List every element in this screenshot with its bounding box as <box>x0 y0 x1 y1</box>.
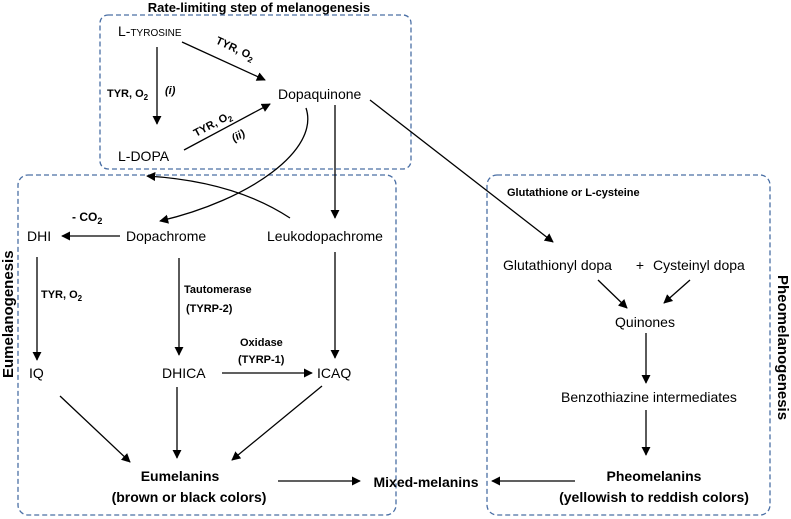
node-quinones: Quinones <box>615 314 675 330</box>
rate-limiting-box <box>99 14 412 170</box>
node-icaq: ICAQ <box>317 365 351 381</box>
arrow-dopa-to-dopaquinone <box>183 103 271 151</box>
arrow-dopaquinone-to-dopachrome <box>159 107 309 224</box>
arrow-dopaquinone-to-glutathionyl <box>369 99 554 243</box>
eumelanogenesis-title: Eumelanogenesis <box>0 250 17 378</box>
label-glutathione-cysteine: Glutathione or L-cysteine <box>507 187 640 199</box>
label-minus-co2: - CO2 <box>72 210 102 226</box>
node-dopaquinone: Dopaquinone <box>278 86 362 102</box>
node-iq: IQ <box>29 365 44 381</box>
node-benzothiazine-intermediates: Benzothiazine intermediates <box>561 389 737 405</box>
pheomelanogenesis-box <box>486 174 771 516</box>
pheomelanogenesis-title: Pheomelanogenesis <box>774 275 791 420</box>
node-l-dopa: L-DOPA <box>118 148 170 164</box>
node-leukodopachrome: Leukodopachrome <box>267 228 383 244</box>
node-eumelanins-colors: (brown or black colors) <box>112 489 267 505</box>
node-pheomelanins: Pheomelanins <box>607 468 702 484</box>
node-dhica: DHICA <box>162 365 206 381</box>
arrow-glutathionyl-to-quinones <box>597 279 628 309</box>
node-dhi: DHI <box>27 228 51 244</box>
arrow-icaq-to-eumelanins <box>231 385 323 461</box>
node-cysteinyl-dopa: Cysteinyl dopa <box>653 257 745 273</box>
label-tyr-o2-dhi: TYR, O2 <box>41 289 83 303</box>
label-tyr-o2-left: TYR, O2 <box>107 88 149 102</box>
label-oxidase: Oxidase <box>240 337 283 349</box>
label-tyrp1: (TYRP-1) <box>238 354 285 366</box>
node-mixed-melanins: Mixed-melanins <box>373 474 478 490</box>
arrow-iq-to-eumelanins <box>59 395 131 463</box>
node-glutathionyl-dopa: Glutathionyl dopa <box>503 257 612 273</box>
node-eumelanins: Eumelanins <box>141 468 220 484</box>
rate-limiting-title: Rate-limiting step of melanogenesis <box>148 0 371 15</box>
node-dopachrome: Dopachrome <box>126 228 206 244</box>
label-tyrp2: (TYRP-2) <box>186 303 233 315</box>
eumelanogenesis-box <box>17 174 397 516</box>
arrow-tyrosine-to-dopaquinone <box>181 41 266 81</box>
node-l-tyrosine: L-tyrosine <box>118 23 182 39</box>
label-step-ii: (ii) <box>230 128 248 145</box>
plus-sign: + <box>636 257 644 273</box>
label-tyr-o2-top: TYR, O2 <box>213 35 257 65</box>
arrows <box>32 41 691 486</box>
label-step-i: (i) <box>165 85 176 97</box>
label-tautomerase: Tautomerase <box>184 284 252 296</box>
arrow-leukodopachrome-to-dopa-loop <box>146 171 291 219</box>
node-pheomelanins-colors: (yellowish to reddish colors) <box>559 489 749 505</box>
arrow-cysteinyl-to-quinones <box>663 279 691 304</box>
